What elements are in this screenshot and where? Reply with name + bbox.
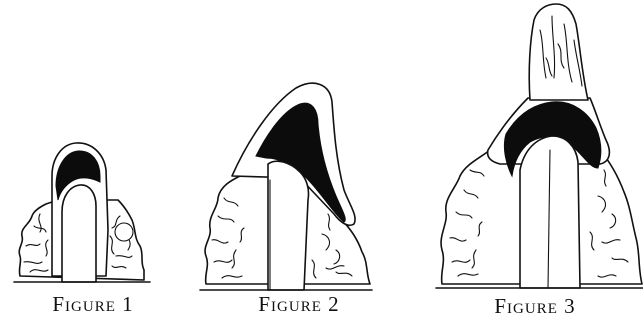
figure-1-drawing <box>14 143 150 282</box>
figure-3-caption: Figure 3 <box>470 292 600 320</box>
figure-1-core <box>62 185 96 282</box>
figure-2-caption: Figure 2 <box>234 290 364 318</box>
figure-2-core <box>268 161 309 290</box>
figure-2-drawing <box>200 83 372 290</box>
figure-1-caption: Figure 1 <box>28 290 158 318</box>
figure-3-drawing <box>436 4 643 288</box>
figure-3-tip <box>529 4 588 100</box>
